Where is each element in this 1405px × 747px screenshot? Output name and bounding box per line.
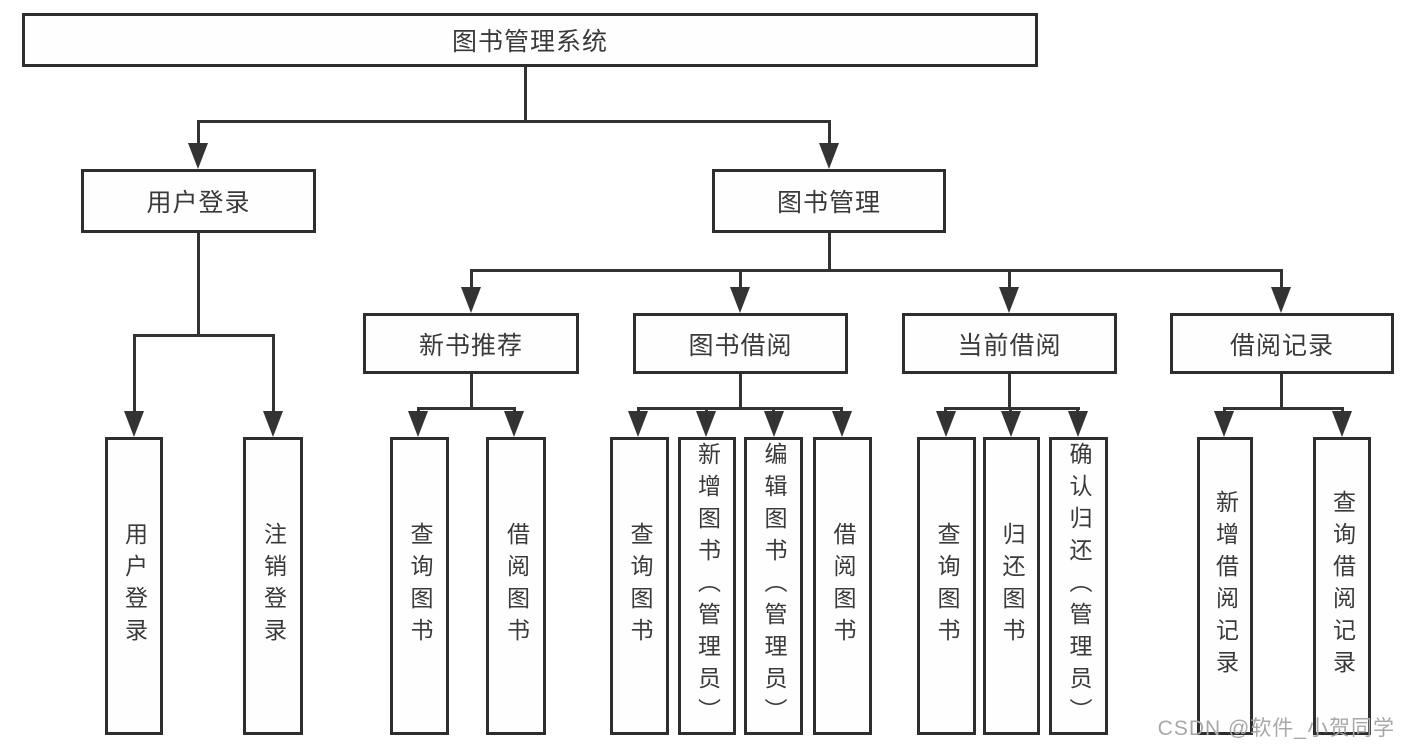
connector-drop-borrow-records bbox=[1280, 269, 1283, 290]
leaf-borrow-borrow-books: 借阅图书 bbox=[813, 437, 872, 735]
node-borrow-records: 借阅记录 bbox=[1170, 313, 1394, 374]
arrow-leaf-user-login bbox=[124, 411, 144, 437]
connector-drop-leaf-user-login bbox=[133, 334, 136, 414]
connector-recommend-trunk bbox=[470, 374, 473, 410]
connector-level3-split bbox=[470, 269, 1283, 272]
connector-book-management-trunk bbox=[828, 233, 831, 272]
node-book-management: 图书管理 bbox=[712, 169, 946, 233]
connector-borrow-trunk bbox=[739, 374, 742, 410]
connector-drop-leaf-logout bbox=[272, 334, 275, 414]
arrow-borrow-add bbox=[696, 411, 716, 437]
connector-user-login-split bbox=[133, 334, 275, 337]
arrow-borrow-query bbox=[628, 411, 648, 437]
node-new-book-recommend: 新书推荐 bbox=[363, 313, 579, 374]
leaf-logout: 注销登录 bbox=[243, 437, 303, 735]
connector-drop-book-borrow bbox=[739, 269, 742, 290]
connector-drop-new-book-recommend bbox=[470, 269, 473, 290]
arrow-book-management bbox=[819, 143, 839, 169]
leaf-recommend-borrow-books: 借阅图书 bbox=[486, 437, 546, 735]
arrow-current-confirm bbox=[1068, 411, 1088, 437]
connector-drop-book-management bbox=[828, 120, 831, 147]
arrow-leaf-logout bbox=[263, 411, 283, 437]
arrow-borrow-borrow bbox=[832, 411, 852, 437]
csdn-watermark: CSDN @软件_小贺同学 bbox=[1157, 717, 1395, 740]
arrow-recommend-query bbox=[408, 411, 428, 437]
arrow-records-add bbox=[1214, 411, 1234, 437]
leaf-recommend-query-books: 查询图书 bbox=[390, 437, 449, 735]
connector-records-trunk bbox=[1280, 374, 1283, 410]
arrow-borrow-records bbox=[1271, 287, 1291, 313]
connector-current-trunk bbox=[1008, 374, 1011, 410]
arrow-records-query bbox=[1332, 411, 1352, 437]
leaf-current-query-books: 查询图书 bbox=[917, 437, 976, 735]
leaf-borrow-query-books: 查询图书 bbox=[610, 437, 669, 735]
arrow-borrow-edit bbox=[764, 411, 784, 437]
arrow-recommend-borrow bbox=[504, 411, 524, 437]
connector-recommend-split bbox=[417, 407, 516, 410]
connector-level2-split bbox=[197, 120, 831, 123]
leaf-current-return-books: 归还图书 bbox=[983, 437, 1040, 735]
node-book-borrow: 图书借阅 bbox=[633, 313, 848, 374]
leaf-borrow-edit-books: 编辑图书（管理员） bbox=[744, 437, 803, 735]
arrow-book-borrow bbox=[730, 287, 750, 313]
arrow-user-login bbox=[188, 143, 208, 169]
arrow-new-book-recommend bbox=[461, 287, 481, 313]
node-user-login: 用户登录 bbox=[81, 169, 316, 233]
leaf-current-confirm-return: 确认归还（管理员） bbox=[1049, 437, 1108, 735]
leaf-records-query-record: 查询借阅记录 bbox=[1313, 437, 1371, 735]
leaf-borrow-add-books: 新增图书（管理员） bbox=[678, 437, 736, 735]
connector-user-login-trunk bbox=[197, 233, 200, 337]
connector-drop-current-borrow bbox=[1008, 269, 1011, 290]
arrow-current-borrow bbox=[999, 287, 1019, 313]
leaf-records-add-record: 新增借阅记录 bbox=[1197, 437, 1253, 735]
connector-drop-user-login bbox=[197, 120, 200, 147]
arrow-current-return bbox=[1001, 411, 1021, 437]
connector-records-split bbox=[1223, 407, 1344, 410]
node-current-borrow: 当前借阅 bbox=[902, 313, 1117, 374]
leaf-user-login: 用户登录 bbox=[105, 437, 163, 735]
arrow-current-query bbox=[936, 411, 956, 437]
connector-root-trunk bbox=[524, 67, 527, 122]
node-root: 图书管理系统 bbox=[22, 13, 1038, 67]
connector-borrow-split bbox=[637, 407, 843, 410]
connector-current-split bbox=[944, 407, 1080, 410]
